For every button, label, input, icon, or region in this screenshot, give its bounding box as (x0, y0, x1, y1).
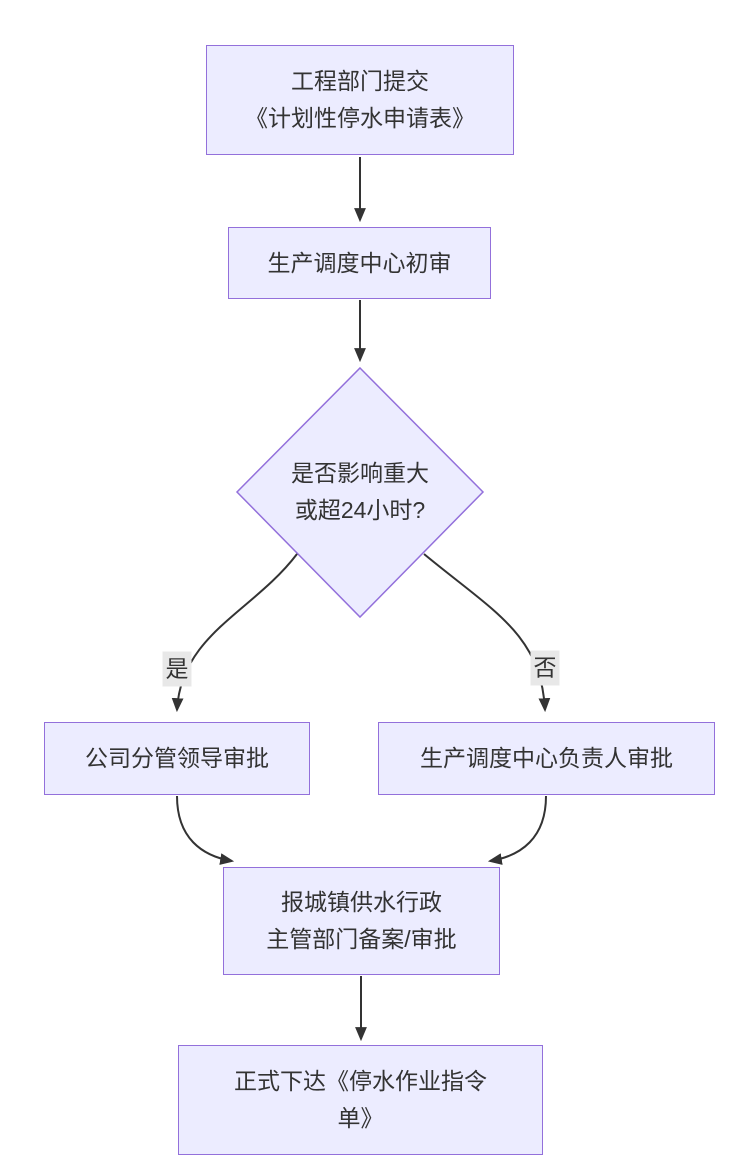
node-submit-application: 工程部门提交 《计划性停水申请表》 (206, 45, 514, 155)
node-initial-review: 生产调度中心初审 (228, 227, 491, 299)
decision-diamond (235, 366, 485, 619)
node-decision-line2: 或超24小时? (294, 497, 426, 523)
node-issue-order-line1: 正式下达《停水作业指令 (234, 1068, 487, 1094)
node-center-approval-line1: 生产调度中心负责人审批 (420, 745, 673, 771)
node-issue-order-line2: 单》 (337, 1105, 384, 1131)
edge-decision-yes (171, 553, 298, 713)
edge-leader-to-report (176, 795, 235, 865)
edge-center-to-report (487, 795, 547, 865)
node-center-approval: 生产调度中心负责人审批 (378, 722, 715, 795)
node-submit-line2: 《计划性停水申请表》 (245, 105, 475, 131)
node-report-line1: 报城镇供水行政 (281, 889, 442, 915)
node-report-line2: 主管部门备案/审批 (266, 926, 457, 952)
edge-label-yes: 是 (162, 651, 192, 687)
edge-decision-no (423, 553, 551, 713)
node-decision-label: 是否影响重大 或超24小时? (250, 455, 470, 529)
node-initial-review-line1: 生产调度中心初审 (267, 249, 452, 276)
node-decision-line1: 是否影响重大 (291, 460, 429, 486)
node-issue-order: 正式下达《停水作业指令 单》 (178, 1045, 543, 1155)
node-leader-approval-line1: 公司分管领导审批 (85, 745, 269, 771)
node-leader-approval: 公司分管领导审批 (44, 722, 310, 795)
edge-label-no: 否 (530, 650, 560, 686)
node-report-authority: 报城镇供水行政 主管部门备案/审批 (223, 867, 500, 975)
node-submit-line1: 工程部门提交 (291, 68, 429, 94)
